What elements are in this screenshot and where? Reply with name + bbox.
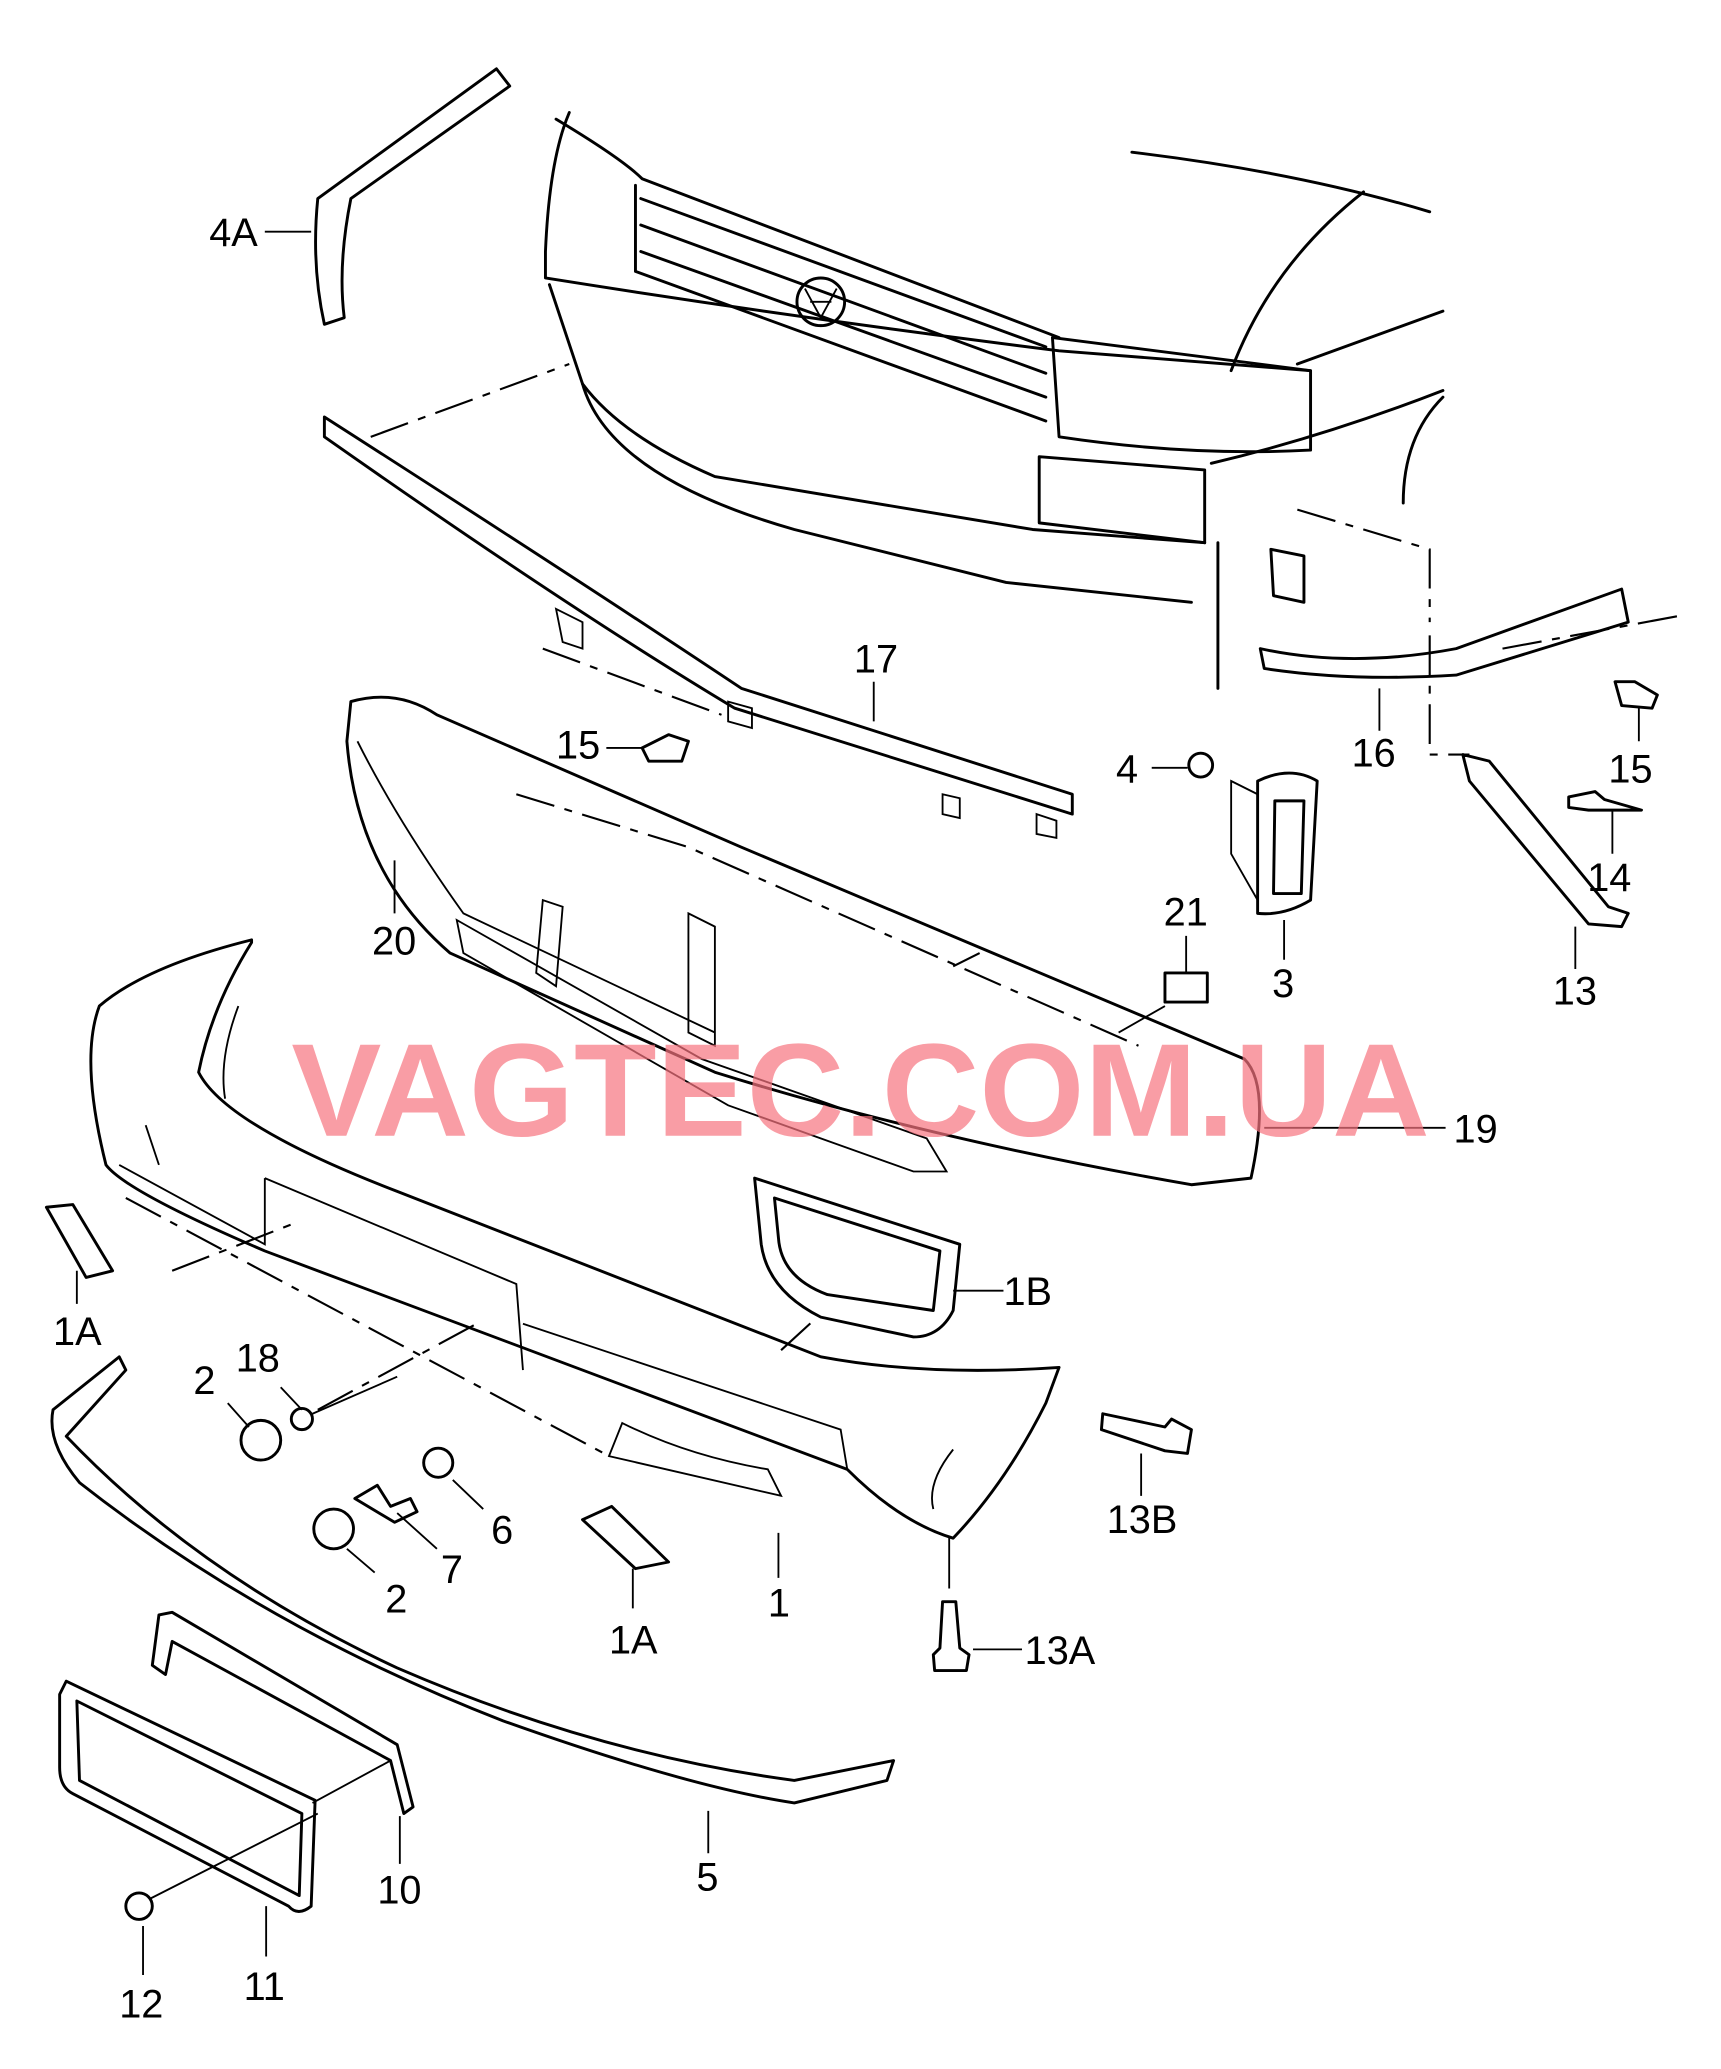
part-4A-bracket xyxy=(314,67,512,326)
label-3: 3 xyxy=(1272,962,1294,1006)
label-21: 21 xyxy=(1164,890,1208,934)
part-11-plate-frame xyxy=(58,1679,317,1913)
label-11: 11 xyxy=(244,1965,285,2009)
part-6-washer xyxy=(422,1446,455,1479)
label-15-left: 15 xyxy=(556,724,600,768)
label-14: 14 xyxy=(1587,856,1631,900)
part-1B-grille-frame xyxy=(753,1176,962,1339)
label-10: 10 xyxy=(377,1869,421,1913)
part-2-cap xyxy=(239,1418,283,1462)
label-2-lower: 2 xyxy=(385,1577,407,1621)
label-5: 5 xyxy=(696,1855,718,1899)
label-13B: 13B xyxy=(1107,1498,1178,1542)
label-18: 18 xyxy=(236,1336,280,1380)
label-2-upper: 2 xyxy=(193,1359,215,1403)
part-1A-grille-left xyxy=(44,1203,115,1279)
label-1: 1 xyxy=(768,1581,790,1625)
label-12: 12 xyxy=(119,1982,163,2026)
label-17: 17 xyxy=(854,637,898,681)
watermark: VAGTEC.COM.UA xyxy=(291,1017,1429,1165)
part-17-carrier xyxy=(322,363,1074,840)
part-18-screw xyxy=(289,1406,314,1432)
label-1A-right: 1A xyxy=(609,1618,658,1662)
label-4: 4 xyxy=(1116,747,1138,791)
part-3-grille-insert xyxy=(1256,771,1319,916)
part-1-bumper xyxy=(89,938,1061,1540)
part-13B-bolt xyxy=(1099,1412,1193,1455)
part-13A-clip xyxy=(931,1600,971,1673)
label-20: 20 xyxy=(372,919,416,963)
part-15-clip-left xyxy=(640,733,690,763)
part-10-plate-bracket xyxy=(150,1610,415,1815)
part-2-cap-lower xyxy=(312,1507,355,1551)
label-13A: 13A xyxy=(1025,1629,1096,1673)
part-7-bolt xyxy=(353,1483,419,1524)
part-1A-grille-right xyxy=(581,1504,671,1571)
label-4A: 4A xyxy=(209,211,258,255)
part-21-clip xyxy=(1163,971,1209,1004)
label-1A-left: 1A xyxy=(53,1310,102,1354)
part-14-rivet xyxy=(1567,790,1643,812)
part-16-bracket xyxy=(1258,587,1630,679)
label-13: 13 xyxy=(1553,970,1597,1014)
label-1B: 1B xyxy=(1003,1270,1052,1314)
part-15-clip-right xyxy=(1613,680,1659,710)
label-6: 6 xyxy=(491,1508,513,1552)
label-16: 16 xyxy=(1352,731,1396,775)
car-front-body xyxy=(543,111,1445,690)
part-5-spoiler xyxy=(50,1355,896,1805)
part-13-bracket xyxy=(1461,753,1630,929)
label-7: 7 xyxy=(441,1548,463,1592)
vw-logo-icon xyxy=(795,276,847,328)
part-4-washer xyxy=(1187,751,1215,779)
label-15-right: 15 xyxy=(1608,747,1652,791)
part-12-screw xyxy=(124,1891,154,1921)
label-19: 19 xyxy=(1454,1107,1498,1151)
